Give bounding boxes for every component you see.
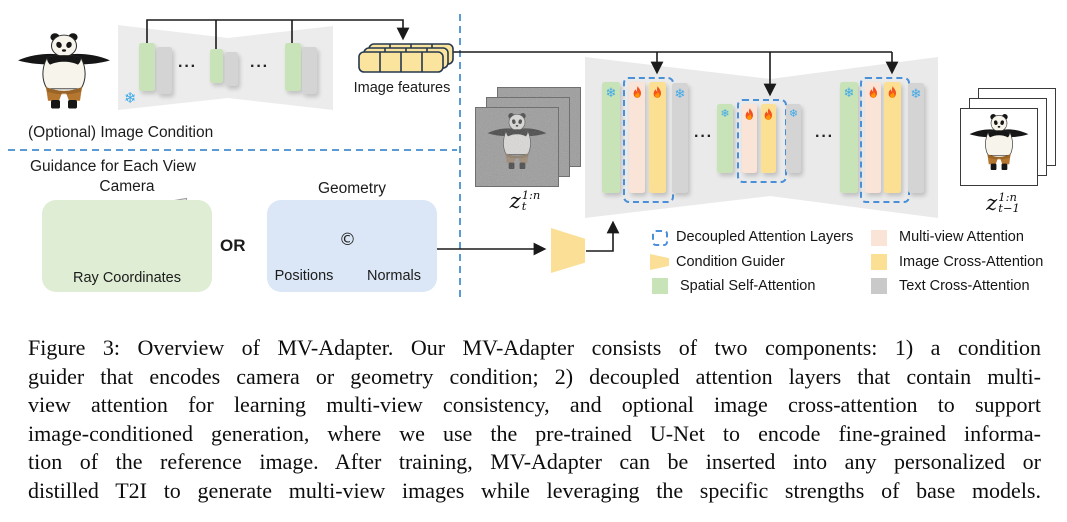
or-label: OR <box>220 236 246 255</box>
encoder-block <box>210 49 223 83</box>
figure-caption: Figure 3: Overview of MV-Adapter. Our MV… <box>28 334 1041 506</box>
image-cross-attention-bar <box>649 82 666 193</box>
reference-panda-image <box>17 32 111 110</box>
multi-view-attention-swatch <box>871 230 887 246</box>
legend-label: Image Cross-Attention <box>899 254 1044 270</box>
caption-line: Figure 3: Overview of MV-Adapter. Our MV… <box>28 335 1041 360</box>
guidance-label: Guidance for Each View <box>30 158 197 175</box>
flame-icon <box>888 86 896 98</box>
encoder-block <box>285 43 301 91</box>
camera-title: Camera <box>99 178 155 195</box>
flame-icon <box>633 86 641 98</box>
encoder-block <box>157 47 172 94</box>
caption-line: view attention for learning multi-view c… <box>28 392 1041 418</box>
ellipsis: ··· <box>694 128 713 145</box>
legend-label: Condition Guider <box>676 254 785 270</box>
encoder-block <box>225 52 238 86</box>
snowflake-icon: ❄ <box>843 86 855 101</box>
image-features-label: Image features <box>353 80 451 96</box>
ellipsis: ··· <box>250 58 269 75</box>
spatial-self-attention-swatch <box>652 278 668 294</box>
features-to-attention-connectors <box>445 51 899 97</box>
flame-icon <box>653 86 661 98</box>
image-cross-attention-bar <box>884 82 901 193</box>
spatial-self-attention-bar: ❄ <box>840 82 858 193</box>
flame-icon <box>745 108 753 120</box>
normals-label: Normals <box>367 268 421 284</box>
spatial-self-attention-bar: ❄ <box>602 82 620 193</box>
ellipsis: ··· <box>178 58 197 75</box>
noisy-latent-frame <box>475 107 559 187</box>
guidance-connectors <box>437 220 620 256</box>
snowflake-icon: ❄ <box>124 89 137 107</box>
text-cross-attention-bar: ❄ <box>908 83 924 193</box>
positions-label: Positions <box>274 268 334 284</box>
multi-view-attention-bar <box>629 82 645 193</box>
camera-condition-box <box>42 200 212 292</box>
snowflake-icon: ❄ <box>910 87 922 102</box>
text-cross-attention-swatch <box>871 278 887 294</box>
caption-line: distilled T2I to generate multi-view ima… <box>28 477 1041 503</box>
snowflake-icon: ❄ <box>788 107 799 120</box>
image-cross-attention-bar <box>761 104 776 173</box>
image-cross-attention-swatch <box>871 254 887 270</box>
encoder-block <box>302 47 317 94</box>
image-features-tokens <box>358 43 454 73</box>
caption-line: guider that encodes camera or geometry c… <box>28 363 1041 389</box>
legend-label: Multi-view Attention <box>899 229 1024 245</box>
encoder-to-features-connectors <box>146 19 410 49</box>
legend-label: Spatial Self-Attention <box>680 278 816 294</box>
denoised-latent-frame <box>960 108 1038 186</box>
caption-line: image-conditioned generation, where we u… <box>28 420 1041 446</box>
flame-icon <box>869 86 877 98</box>
legend-label: Decoupled Attention Layers <box>676 229 854 245</box>
multi-view-attention-bar <box>865 82 881 193</box>
condition-guider-swatch <box>650 254 669 270</box>
concat-icon: © <box>339 230 356 250</box>
ellipsis: ··· <box>815 128 834 145</box>
snowflake-icon: ❄ <box>674 87 686 102</box>
decoupled-attention-swatch <box>652 230 668 246</box>
geometry-condition-box <box>267 200 437 292</box>
multi-view-attention-bar <box>742 104 757 173</box>
legend-label: Text Cross-Attention <box>899 278 1030 294</box>
text-cross-attention-bar: ❄ <box>786 104 801 173</box>
ray-coordinates-label: Ray Coordinates <box>73 270 181 286</box>
snowflake-icon: ❄ <box>720 107 730 120</box>
spatial-self-attention-bar: ❄ <box>717 104 733 173</box>
image-condition-label: (Optional) Image Condition <box>28 124 214 141</box>
snowflake-icon: ❄ <box>605 86 617 101</box>
flame-icon <box>764 108 772 120</box>
geometry-title: Geometry <box>317 180 387 197</box>
encoder-block <box>139 43 155 91</box>
caption-line: tion of the reference image. After train… <box>28 449 1041 475</box>
text-cross-attention-bar: ❄ <box>672 83 688 193</box>
